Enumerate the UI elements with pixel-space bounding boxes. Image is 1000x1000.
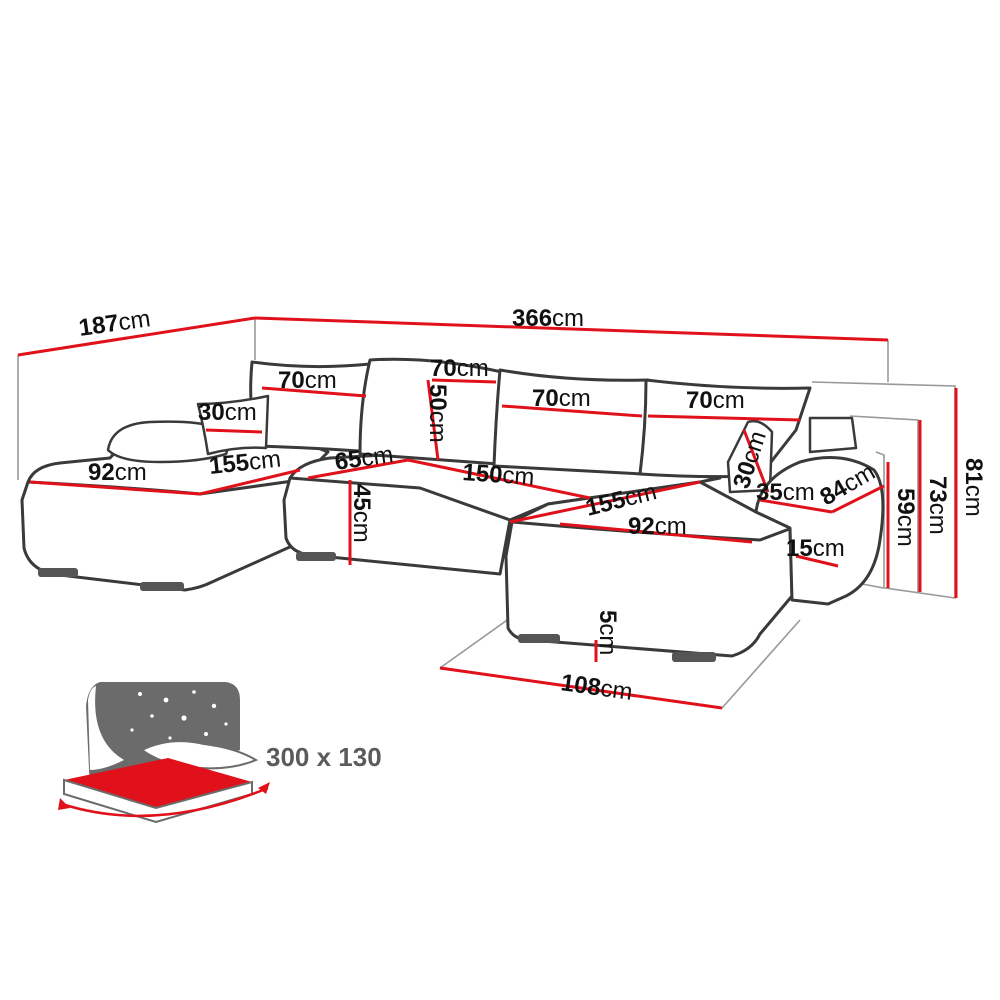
moon-icon (88, 686, 124, 770)
size-arrow-head-left (58, 798, 70, 810)
label-cushion-2: 70cm (430, 355, 489, 382)
label-armrest-thickness: 15cm (786, 535, 845, 562)
left-pillow (196, 394, 270, 456)
bed-size-label: 300 x 130 (266, 742, 382, 772)
dimension-lines (17, 316, 958, 710)
label-chaise-left-width: 92cm (88, 459, 147, 486)
back-cushion-3 (492, 368, 650, 476)
label-cushion-4: 70cm (686, 387, 745, 414)
right-armrest (754, 456, 885, 606)
foot-4 (518, 634, 560, 643)
foot-3 (296, 552, 336, 561)
label-height-total: 81cm (960, 458, 987, 517)
label-seat-depth: 65cm (333, 441, 395, 476)
night-sky-panel (86, 682, 240, 790)
size-arrow (61, 786, 269, 818)
left-chaise-base (20, 478, 302, 592)
label-cushion-height: 50cm (424, 384, 451, 443)
size-arrow-head-right (258, 782, 270, 794)
right-back-arm (808, 416, 858, 454)
foot-1 (38, 568, 78, 577)
label-chaise-right-depth: 108cm (559, 669, 634, 706)
label-total-depth-left: 187cm (77, 305, 152, 342)
right-chaise-base (504, 510, 794, 658)
star-icons (130, 690, 228, 740)
label-seat-height: 45cm (348, 484, 375, 543)
label-cushion-1: 70cm (278, 367, 337, 394)
label-cushion-3: 70cm (532, 385, 591, 412)
sofa-outline (20, 357, 885, 662)
foot-5 (672, 652, 716, 662)
label-chaise-left-length: 155cm (208, 446, 282, 480)
label-armrest-width: 35cm (756, 479, 815, 506)
label-seat-width: 150cm (462, 459, 536, 491)
label-pillow-left: 30cm (198, 399, 257, 426)
label-chaise-right-width: 92cm (628, 513, 687, 540)
label-height-mid: 73cm (924, 476, 951, 535)
foot-2 (140, 582, 184, 591)
sleeping-function-icon: 300 x 130 (58, 682, 382, 824)
label-height-arm: 59cm (892, 488, 919, 547)
label-leg-height: 5cm (594, 610, 621, 655)
label-total-width: 366cm (512, 305, 584, 332)
mattress (64, 758, 252, 808)
